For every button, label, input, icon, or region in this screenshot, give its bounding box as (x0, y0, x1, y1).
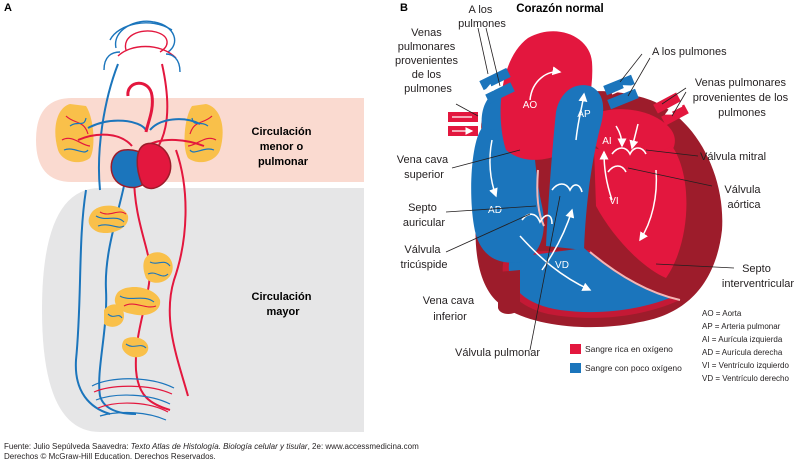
label-ai: AI (602, 136, 611, 147)
abbreviation-ai: AI = Aurícula izquierda (702, 335, 783, 344)
callout-vena-cava-superior: Vena cava superior (397, 154, 451, 181)
callout-texts: A los pulmones Venas pulmonares provenie… (395, 4, 794, 359)
blood-flow-arrows (489, 66, 658, 291)
callout-leader-lines (445, 27, 735, 351)
left-lung (55, 104, 94, 163)
callout-valvula-pulmonar: Válvula pulmonar (455, 347, 540, 359)
callout-septo-interventricular: Septo interventricular (722, 263, 794, 290)
interatrial-septum (536, 169, 545, 227)
label-vd: VD (555, 260, 569, 271)
abbreviation-ao: AO = Aorta (702, 309, 742, 318)
book-title: Texto Atlas de Histología. Biología celu… (130, 442, 308, 451)
left-pulmonary-veins (448, 112, 478, 136)
panel-b: B Corazón normal (395, 2, 794, 383)
legend-label-deoxygenated: Sangre con poco oxígeno (585, 363, 682, 373)
right-pulmonary-veins (653, 92, 689, 126)
heart-cross-section: AO AP AI AD VI VD (448, 31, 723, 328)
legend-swatch-deoxygenated (570, 363, 581, 373)
callout-valvula-tricuspide: Válvula tricúspide (400, 244, 447, 271)
abbreviation-vi: VI = Ventrículo izquierdo (702, 361, 789, 370)
stomach-capillary-bed (143, 252, 173, 283)
callout-septo-auricular: Septo auricular (403, 202, 446, 229)
callout-venas-pulmonares-right: Venas pulmonares provenientes de los pul… (693, 77, 791, 119)
pulmonary-artery (546, 85, 604, 250)
pulmonary-circulation-label: Circulación menor o pulmonar (252, 126, 315, 168)
label-ad: AD (488, 205, 502, 216)
source-line: Fuente: Julio Sepúlveda Saavedra: Texto … (4, 442, 419, 451)
left-ventricle (594, 146, 687, 278)
aortic-valve (607, 165, 627, 173)
abbreviation-ap: AP = Arteria pulmonar (702, 322, 781, 331)
inferior-vena-cava (498, 270, 520, 314)
panel-a: A Circulación menor o pulmonar Circulaci… (4, 2, 364, 432)
label-ap: AP (577, 109, 591, 120)
pulmonary-valve (551, 183, 583, 193)
legend-label-oxygenated: Sangre rica en oxígeno (585, 344, 673, 354)
label-vi: VI (609, 196, 618, 207)
heart-schematic (110, 142, 172, 190)
chamber-labels: AO AP AI AD VI VD (488, 100, 619, 271)
intestine-capillary-bed (104, 286, 161, 327)
right-lung (184, 104, 223, 163)
abbreviation-ad: AD = Aurícula derecha (702, 348, 783, 357)
mitral-valve (611, 147, 647, 156)
source-credit: Fuente: Julio Sepúlveda Saavedra: Texto … (4, 442, 419, 462)
interventricular-septum (589, 251, 681, 301)
systemic-circulation-label: Circulación mayor (252, 291, 315, 318)
kidney-capillary-bed (122, 337, 149, 358)
liver-capillary-bed (88, 205, 129, 234)
systemic-circulation-band (42, 188, 364, 432)
callout-valvula-aortica: Válvula aórtica (724, 184, 763, 211)
lower-body-capillary-bed (91, 378, 175, 421)
callout-a-los-pulmones-top: A los pulmones (458, 4, 506, 30)
callout-vena-cava-inferior: Vena cava inferior (423, 295, 477, 323)
abbreviation-list: AO = Aorta AP = Arteria pulmonar AI = Au… (702, 309, 789, 383)
rights-line: Derechos © McGraw-Hill Education. Derech… (4, 452, 216, 461)
left-pulmonary-arteries (479, 67, 515, 104)
legend-swatch-oxygenated (570, 344, 581, 354)
panel-b-letter: B (400, 2, 408, 14)
callout-venas-pulmonares-left: Venas pulmonares provenientes de los pul… (395, 27, 461, 95)
head-capillary-bed (103, 20, 181, 73)
callout-a-los-pulmones-right: A los pulmones (652, 46, 727, 58)
panel-a-letter: A (4, 2, 12, 14)
abbreviation-vd: VD = Ventrículo derecho (702, 374, 789, 383)
label-ao: AO (523, 100, 538, 111)
color-legend: Sangre rica en oxígeno Sangre con poco o… (570, 344, 682, 373)
right-pulmonary-arteries (603, 74, 639, 110)
callout-valvula-mitral: Válvula mitral (700, 151, 766, 163)
diagram-title: Corazón normal (516, 3, 604, 15)
